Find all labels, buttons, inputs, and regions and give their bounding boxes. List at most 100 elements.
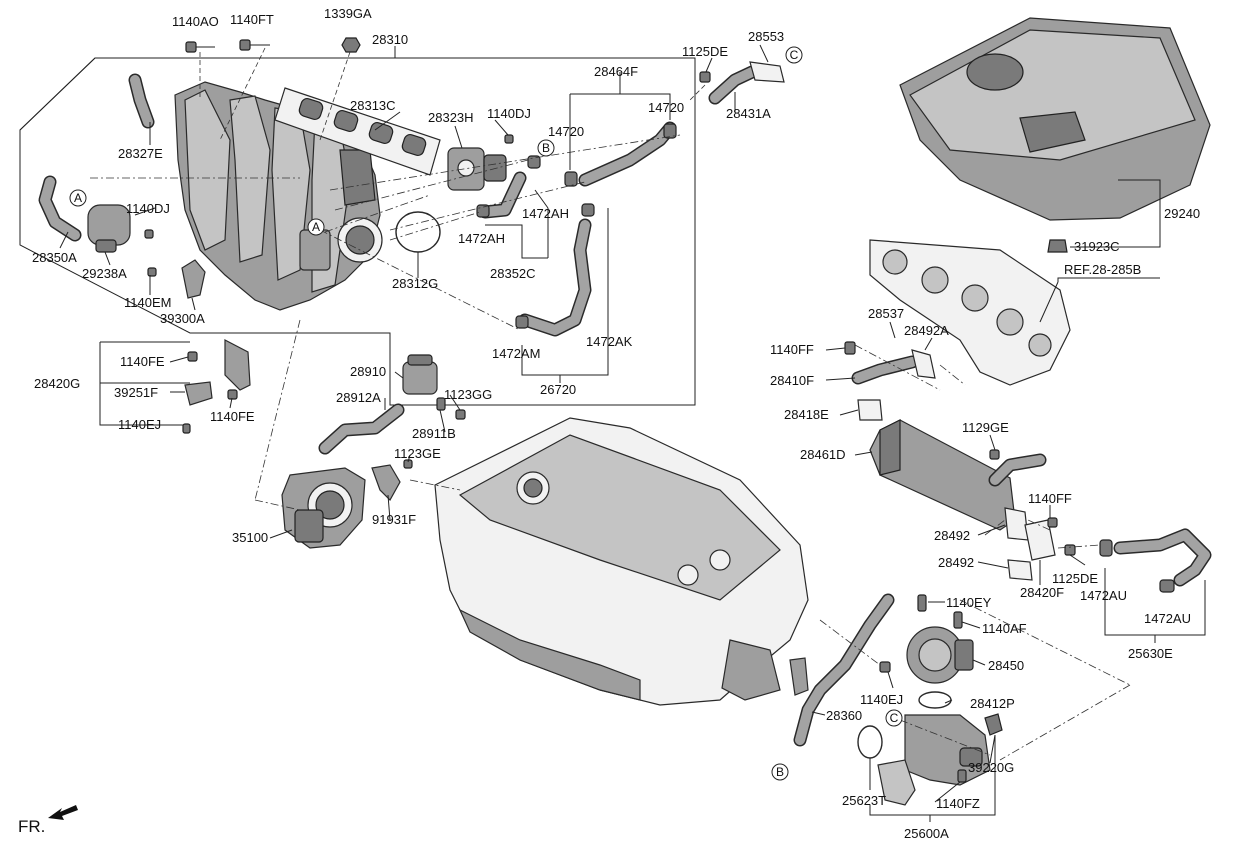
label-1140ff-b: 1140FF (1028, 491, 1072, 506)
label-25623t: 25623T (842, 793, 886, 808)
valve-28910-part (402, 354, 438, 395)
label-28492-b: 28492 (938, 555, 974, 570)
label-1140em: 1140EM (124, 295, 171, 310)
svg-text:A: A (74, 191, 82, 205)
label-26720: 26720 (540, 382, 576, 397)
gasket-28418e-part (857, 399, 883, 421)
label-1472ak: 1472AK (586, 334, 633, 349)
label-1472au-b: 1472AU (1144, 611, 1191, 626)
label-28360: 28360 (826, 708, 862, 723)
gasket-28492b-part (1007, 559, 1033, 581)
flange-28420f-part (1024, 519, 1056, 561)
label-28461d: 28461D (800, 447, 846, 462)
water-housing-25600a-part (877, 714, 991, 806)
svg-text:A: A (312, 220, 320, 234)
callout-b2: B (771, 763, 789, 781)
svg-text:C: C (790, 48, 799, 62)
label-1125de-a: 1125DE (682, 44, 728, 59)
label-28431a: 28431A (726, 106, 771, 121)
label-28310: 28310 (372, 32, 408, 47)
svg-text:B: B (776, 765, 784, 779)
hose-clamps (476, 123, 677, 329)
label-39251f: 39251F (114, 385, 158, 400)
label-28412p: 28412P (970, 696, 1015, 711)
callout-c2: C (885, 709, 903, 727)
label-1140ej-b: 1140EJ (860, 692, 903, 707)
label-28912a: 28912A (336, 390, 381, 405)
label-28492-a: 28492 (934, 528, 970, 543)
label-1140dj-a: 1140DJ (487, 106, 531, 121)
part-labels: 1140AO 1140FT 1339GA 28310 28313C 28323H… (32, 6, 1200, 841)
map-sensor-part (181, 259, 206, 299)
label-28492a: 28492A (904, 323, 949, 338)
label-1123ge: 1123GE (394, 446, 441, 461)
o-ring-28412p-part (918, 691, 952, 709)
engine-cover-part (899, 17, 1211, 221)
front-direction-marker: FR. (18, 805, 78, 836)
bolt-1140ff-part (844, 341, 856, 355)
label-1140fe-a: 1140FE (120, 354, 165, 369)
throttle-gasket-part (395, 211, 441, 253)
leader-lines (59, 44, 1206, 822)
label-28350a: 28350A (32, 250, 77, 265)
gasket-28492-part (1004, 507, 1029, 541)
label-1140ft: 1140FT (230, 12, 274, 27)
label-1129ge: 1129GE (962, 420, 1009, 435)
label-1472ah-a: 1472AH (522, 206, 569, 221)
exhaust-manifold-part (869, 239, 1071, 386)
svg-text:B: B (542, 141, 550, 155)
label-1140fz: 1140FZ (936, 796, 980, 811)
label-28420g: 28420G (34, 376, 80, 391)
label-1140af: 1140AF (982, 621, 1027, 636)
label-28537: 28537 (868, 306, 904, 321)
intake-gasket-part (274, 87, 441, 176)
gasket-28492a-part (911, 349, 936, 379)
label-28410f: 28410F (770, 373, 814, 388)
front-label: FR. (18, 817, 45, 836)
label-1472au-a: 1472AU (1080, 588, 1127, 603)
label-28352c: 28352C (490, 266, 536, 281)
o-ring-25623t-part (857, 725, 883, 759)
bracket-28420g-part (182, 339, 251, 434)
label-1125de-b: 1125DE (1052, 571, 1098, 586)
label-1140ff-a: 1140FF (770, 342, 814, 357)
label-25630e: 25630E (1128, 646, 1173, 661)
label-28418e: 28418E (784, 407, 829, 422)
cylinder-head-part (434, 417, 809, 706)
label-1472ah-b: 1472AH (458, 231, 505, 246)
label-91931f: 91931F (372, 512, 416, 527)
label-28553: 28553 (748, 29, 784, 44)
label-31923c: 31923C (1074, 239, 1120, 254)
label-1123gg: 1123GG (444, 387, 492, 402)
label-28911b: 28911B (412, 426, 456, 441)
label-14720-a: 14720 (548, 124, 584, 139)
thermostat-28450-part (906, 626, 974, 684)
bracket-91931f-part (371, 464, 401, 501)
intake-manifold-group-outline (19, 57, 696, 406)
label-28323h: 28323H (428, 110, 474, 125)
label-29240: 29240 (1164, 206, 1200, 221)
callout-b1: B (537, 139, 555, 157)
throttle-body-part (281, 467, 366, 549)
label-1140ej-a: 1140EJ (118, 417, 161, 432)
front-arrow-icon (48, 805, 78, 820)
grommet-31923c-part (1047, 239, 1068, 253)
sensor-39220g-part (984, 713, 1003, 736)
label-1140dj-b: 1140DJ (126, 201, 170, 216)
reference-lines (90, 47, 1131, 761)
label-35100: 35100 (232, 530, 268, 545)
label-28464f: 28464F (594, 64, 638, 79)
callout-c1: C (785, 46, 803, 64)
label-28420f: 28420F (1020, 585, 1064, 600)
label-28313c: 28313C (350, 98, 396, 113)
label-14720-b: 14720 (648, 100, 684, 115)
label-29238a: 29238A (82, 266, 127, 281)
label-1472am: 1472AM (492, 346, 540, 361)
solenoid-valve-part (447, 147, 507, 191)
callout-a2: A (307, 218, 325, 236)
label-ref-28-285b: REF.28-285B (1064, 262, 1141, 277)
label-28312g: 28312G (392, 276, 438, 291)
label-1140ey: 1140EY (946, 595, 992, 610)
label-28910: 28910 (350, 364, 386, 379)
